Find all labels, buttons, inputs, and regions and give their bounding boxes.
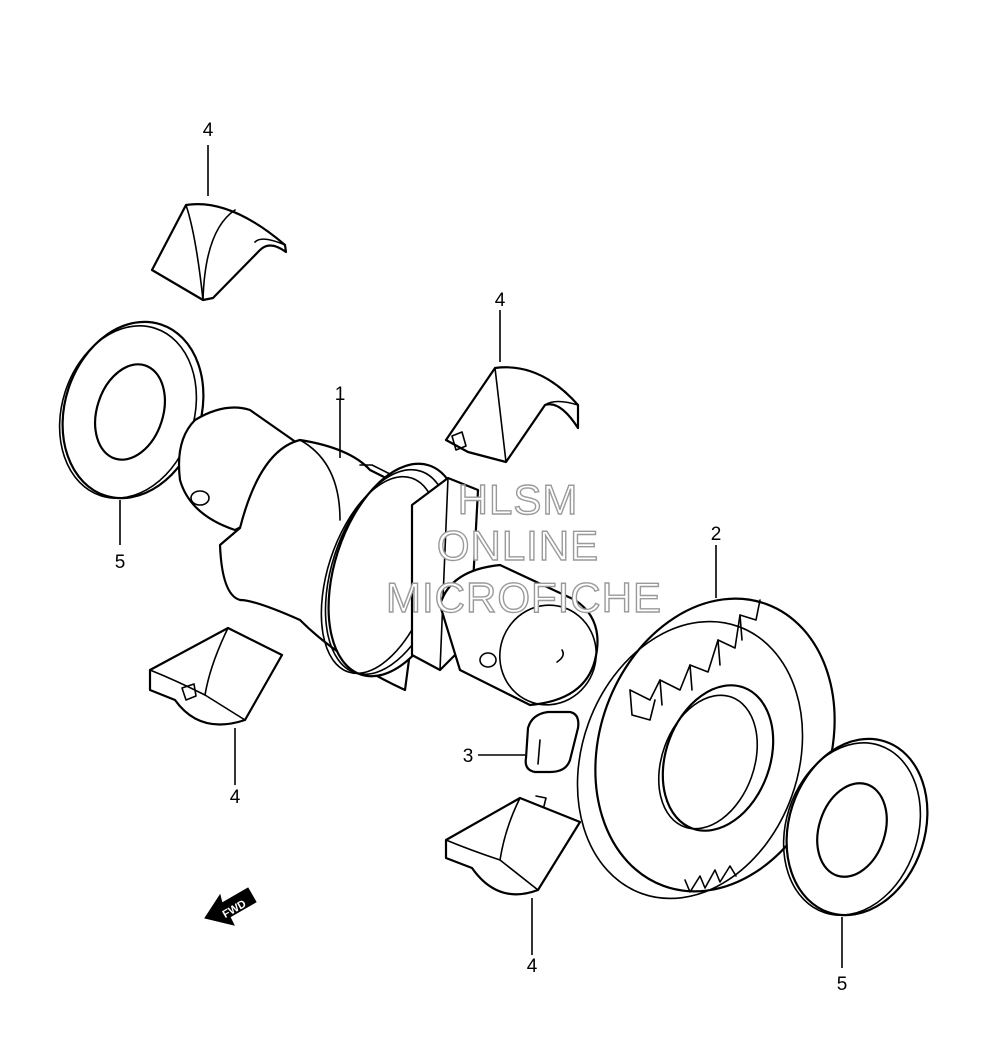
callout-washer-left: 5 xyxy=(115,552,126,573)
bearing-half-top-left[interactable] xyxy=(150,203,288,302)
forward-direction-arrow: FWD xyxy=(204,887,257,926)
callout-bearing-bottom-left: 4 xyxy=(230,787,241,808)
main-shaft[interactable] xyxy=(177,406,609,718)
callout-bearing-top-left: 4 xyxy=(203,120,214,141)
watermark: HLSM ONLINE MICROFICHE xyxy=(385,475,662,621)
key[interactable] xyxy=(524,710,580,774)
watermark-line-2: ONLINE xyxy=(437,522,599,569)
callout-bearing-bottom-mid: 4 xyxy=(527,956,538,977)
thrust-washer-right[interactable] xyxy=(762,720,949,933)
bearing-half-top-mid[interactable] xyxy=(444,366,580,464)
bearing-half-bottom-left[interactable] xyxy=(148,626,284,726)
callout-key: 3 xyxy=(463,746,474,767)
callout-gear: 2 xyxy=(711,524,722,545)
callout-shaft: 1 xyxy=(335,384,346,405)
thrust-washer-left[interactable] xyxy=(38,303,225,516)
bearing-half-bottom-mid[interactable] xyxy=(444,795,582,896)
callout-washer-right: 5 xyxy=(837,974,848,995)
gear[interactable] xyxy=(540,565,874,931)
watermark-line-3: MICROFICHE xyxy=(386,574,662,621)
watermark-line-1: HLSM xyxy=(458,476,579,523)
callout-bearing-top-mid: 4 xyxy=(495,290,506,311)
